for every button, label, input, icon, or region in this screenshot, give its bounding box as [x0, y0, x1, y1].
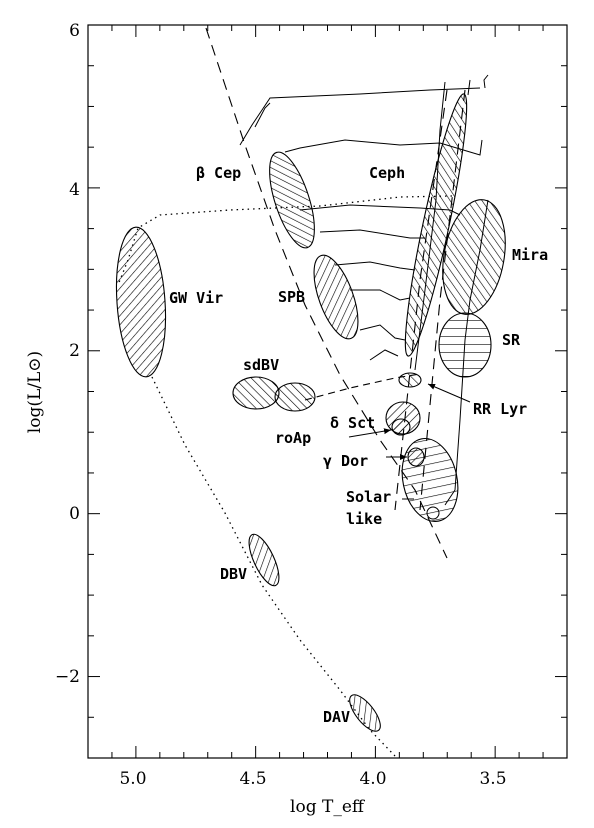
arrow-roap: [348, 428, 392, 438]
region-solar-like: [401, 437, 459, 523]
y-tick-label: 4: [69, 180, 80, 200]
y-tick-label: 2: [69, 341, 80, 361]
label-ceph: Ceph: [369, 164, 405, 182]
region-rr-lyr: [398, 372, 422, 388]
plot-frame: [87, 24, 568, 759]
x-axis-label: log T_eff: [290, 797, 366, 817]
evolutionary-track: [319, 229, 425, 239]
x-tick-label: 4.5: [239, 769, 266, 789]
y-tick-label: 6: [69, 21, 80, 41]
label-rr-lyr: RR Lyr: [473, 400, 527, 418]
y-tick-label: −2: [55, 667, 80, 687]
region-labels: GW Vir β Cep SPB Ceph Mira SR sdBV RR Ly…: [169, 164, 548, 726]
label-spb: SPB: [278, 288, 305, 306]
variable-star-regions: [115, 93, 506, 732]
region-sdbv-2: [274, 382, 316, 412]
region-beta-cep: [269, 151, 315, 249]
label-sdbv: sdBV: [243, 356, 279, 374]
arrow-rr-lyr: [427, 383, 471, 403]
region-ceph: [404, 93, 468, 357]
y-axis-label: log(L/L⊙): [25, 351, 45, 433]
evolutionary-track: [334, 261, 416, 271]
region-sr: [438, 312, 492, 378]
axis-ticks: [87, 24, 568, 759]
label-gw-vir: GW Vir: [169, 289, 223, 307]
label-dbv: DBV: [220, 565, 247, 583]
label-beta-cep: β Cep: [196, 164, 241, 182]
label-solar-like-text: Solar: [346, 488, 391, 506]
label-dav: DAV: [323, 708, 350, 726]
y-tick-label: 0: [69, 504, 80, 524]
y-tick-labels: 6 4 2 0 −2: [55, 21, 80, 687]
label-gamma-dor: γ Dor: [323, 452, 368, 470]
label-sr: SR: [502, 331, 521, 349]
x-tick-label: 5.0: [119, 769, 146, 789]
region-roap: [391, 418, 411, 436]
evolutionary-track: [239, 87, 481, 146]
x-tick-label: 4.0: [359, 769, 386, 789]
region-spb: [313, 254, 359, 340]
evolutionary-track: [350, 289, 411, 301]
label-arrows: [348, 383, 471, 500]
evolutionary-track: [299, 204, 461, 216]
label-mira: Mira: [512, 246, 548, 264]
evolutionary-track: [359, 324, 406, 341]
region-sdbv-1: [232, 376, 280, 410]
label-solar-like: Solar like: [346, 488, 400, 528]
region-gw-vir: [115, 226, 167, 378]
region-dav: [349, 694, 381, 732]
x-tick-label: 3.5: [479, 769, 506, 789]
evolutionary-track: [284, 139, 483, 156]
label-roap: roAp: [275, 429, 311, 447]
label-solar-like-text-line2: like: [346, 510, 382, 528]
region-dbv: [248, 533, 280, 587]
label-delta-sct: δ Sct: [330, 414, 375, 432]
evolutionary-track: [369, 349, 399, 361]
x-tick-labels: 5.0 4.5 4.0 3.5: [119, 769, 506, 789]
evolutionary-track: [467, 74, 489, 96]
